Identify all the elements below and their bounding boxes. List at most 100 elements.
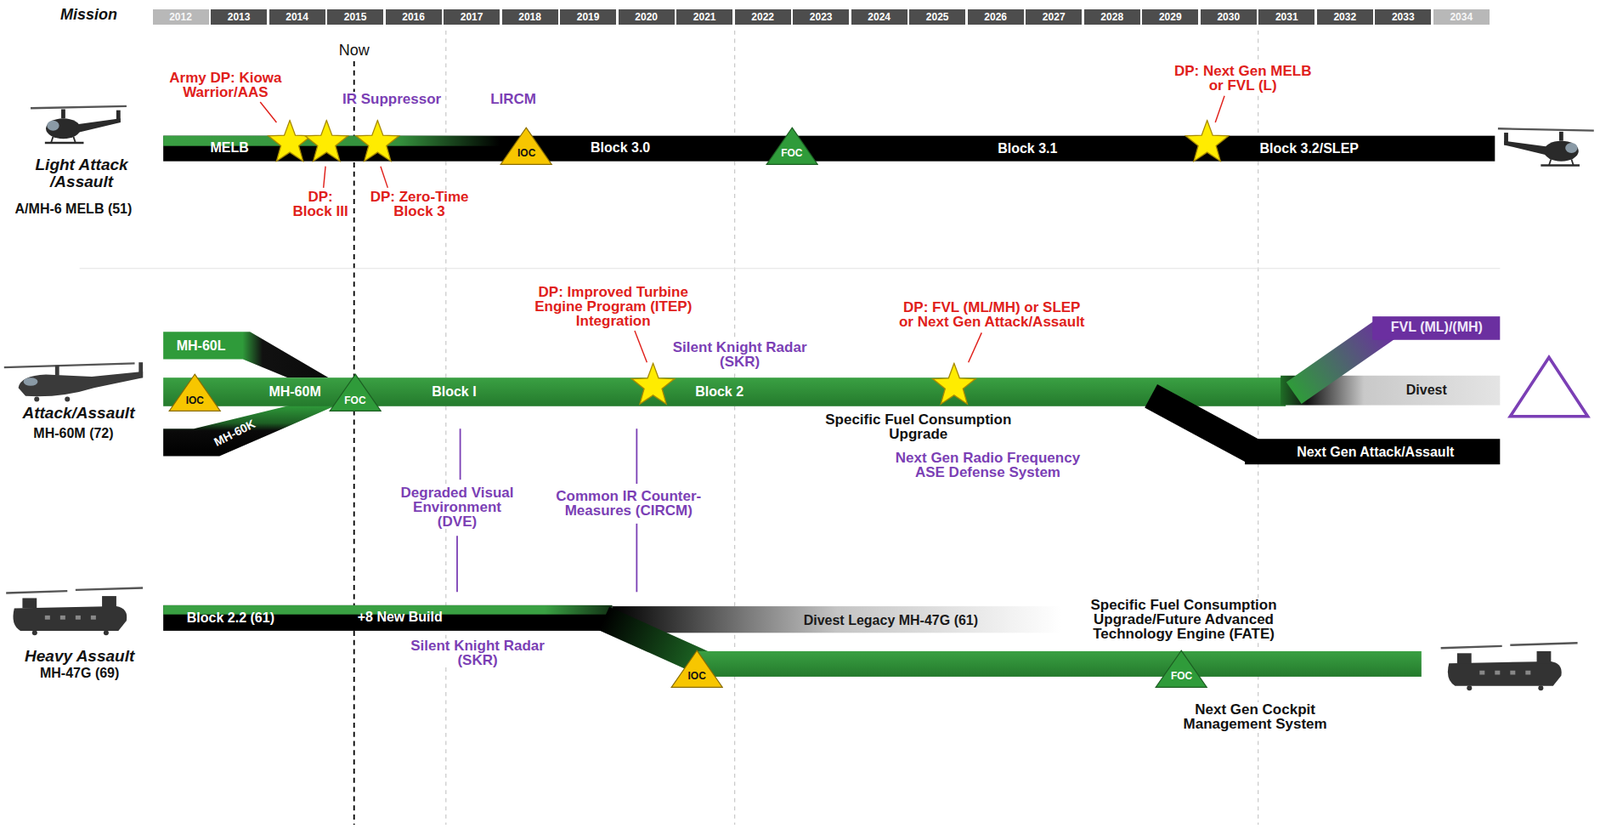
year-cell: 2017 [443,9,500,25]
decoration [380,166,388,188]
decision-point-label: DP: Zero-Time Block 3 [364,189,475,219]
upgrade-label: IR Suppressor [340,91,443,107]
upgrade-label: Next Gen Cockpit Management System [1179,701,1332,731]
mission-label: Attack/Assault [20,404,136,422]
bar-text: Block 3.2/SLEP [1259,141,1359,157]
triangle-shape [1154,649,1208,689]
upgrade-label: Common IR Counter-Measures (CIRCM) [552,488,705,518]
bar-text: Divest [1406,382,1448,398]
leader-line [260,96,1225,362]
triangle-outline [1156,650,1208,687]
foc-triangle: FOC [328,373,382,413]
decoration [695,650,1422,677]
upgrade-label: Degraded Visual Environment (DVE) [395,485,519,529]
year-cell: 2025 [909,9,966,25]
triangle-shape [765,126,819,166]
bar-text: MH-60M [268,384,321,400]
year-cell: 2027 [1025,9,1082,25]
decoration [1441,642,1578,690]
decoration [1372,316,1500,340]
mission-label: Light Attack /Assault [31,156,133,191]
decoration [631,362,674,404]
bar-text: FOC [1170,669,1193,682]
decision-star [268,120,1229,405]
ioc-triangle: IOC [499,126,553,166]
header-label: Mission [58,5,119,23]
bar-text: IOC [688,669,707,682]
triangle-outline [169,374,221,412]
bar-text: FVL (ML)/(MH) [1390,319,1483,335]
decoration [163,377,1286,407]
decoration [1185,120,1228,162]
year-cell: 2013 [210,9,267,25]
helicopter-icon [4,106,1595,690]
branch-band: MH-60K [163,405,337,457]
bar-text: FOC [780,146,803,159]
year-cell: 2030 [1200,9,1257,25]
year-cell: 2012 [152,9,210,25]
bar-text: Block I [431,384,476,400]
now-marker-label: Now [337,41,372,59]
year-cell: 2020 [618,9,675,25]
triangle-shape [499,126,553,166]
decoration [18,371,144,396]
timeline-bar: MELBBlock 3.0Block 3.1Block 3.2/SLEP [163,135,1495,162]
year-cell: 2031 [1258,9,1315,25]
decoration [30,106,127,143]
triangle-outline [766,127,818,164]
branch-band: FVL (ML)/(MH) [1372,316,1500,340]
year-cell: 2024 [851,9,908,25]
decoration [33,395,40,402]
bar-text: IOC [186,394,204,407]
upgrade-label: Specific Fuel Consumption Upgrade [820,412,1016,441]
decoration [1244,438,1500,464]
decoration [456,535,458,592]
decoration [268,120,311,162]
triangle-shape [168,373,221,413]
decoration [323,166,326,188]
triangle-shape [328,373,382,413]
bar-text: MH-60L [176,338,227,354]
year-cell: 2018 [502,9,559,25]
grid-lines [79,30,1501,825]
mission-label: Heavy Assault [22,647,136,665]
bar-text: Divest Legacy MH-47G (61) [803,612,979,628]
decoration [163,405,337,457]
capability-triangle [1509,356,1588,417]
bar-text: IOC [517,146,536,159]
decoration [612,605,1062,633]
decoration [163,604,612,631]
year-cell: 2014 [269,9,326,25]
upgrade-label: Silent Knight Radar (SKR) [667,339,812,369]
year-cell: 2023 [792,9,849,25]
decoration [64,395,70,402]
decision-point-label: DP: Next Gen MELB or FVL (L) [1169,63,1318,93]
year-cell: 2026 [967,9,1024,25]
triangle-outline [671,650,723,687]
upgrade-label: LIRCM [488,91,538,107]
bar-text: FOC [344,394,366,407]
bar-text: Block 3.1 [997,141,1058,157]
decoration [55,365,60,376]
timeline-bars [163,135,1500,677]
year-cell: 2034 [1433,9,1490,25]
decoration [79,267,1501,269]
decoration [1498,128,1595,165]
timeline-bar: MH-60M Block I Block 2 [163,377,1286,407]
decision-point-label: Army DP: Kiowa Warrior/AAS [163,70,287,100]
timeline-bar: Block 2.2 (61)+8 New Build [163,604,612,631]
year-cell: 2032 [1317,9,1374,25]
decoration [459,428,462,480]
divest-band: Divest [1280,375,1500,406]
year-cell: 2022 [734,9,792,25]
year-cell: 2015 [327,9,384,25]
bar-text: Block 2 [695,384,744,400]
divest-band: Divest Legacy MH-47G (61) [612,605,1062,633]
bar-text: MELB [210,140,249,156]
decoration [5,587,143,635]
upgrade-label: Next Gen Radio Frequency ASE Defense Sys… [890,450,1086,480]
decoration [356,120,399,162]
decoration [4,362,136,368]
branch-band: Next Gen Attack/Assault [1244,438,1500,464]
